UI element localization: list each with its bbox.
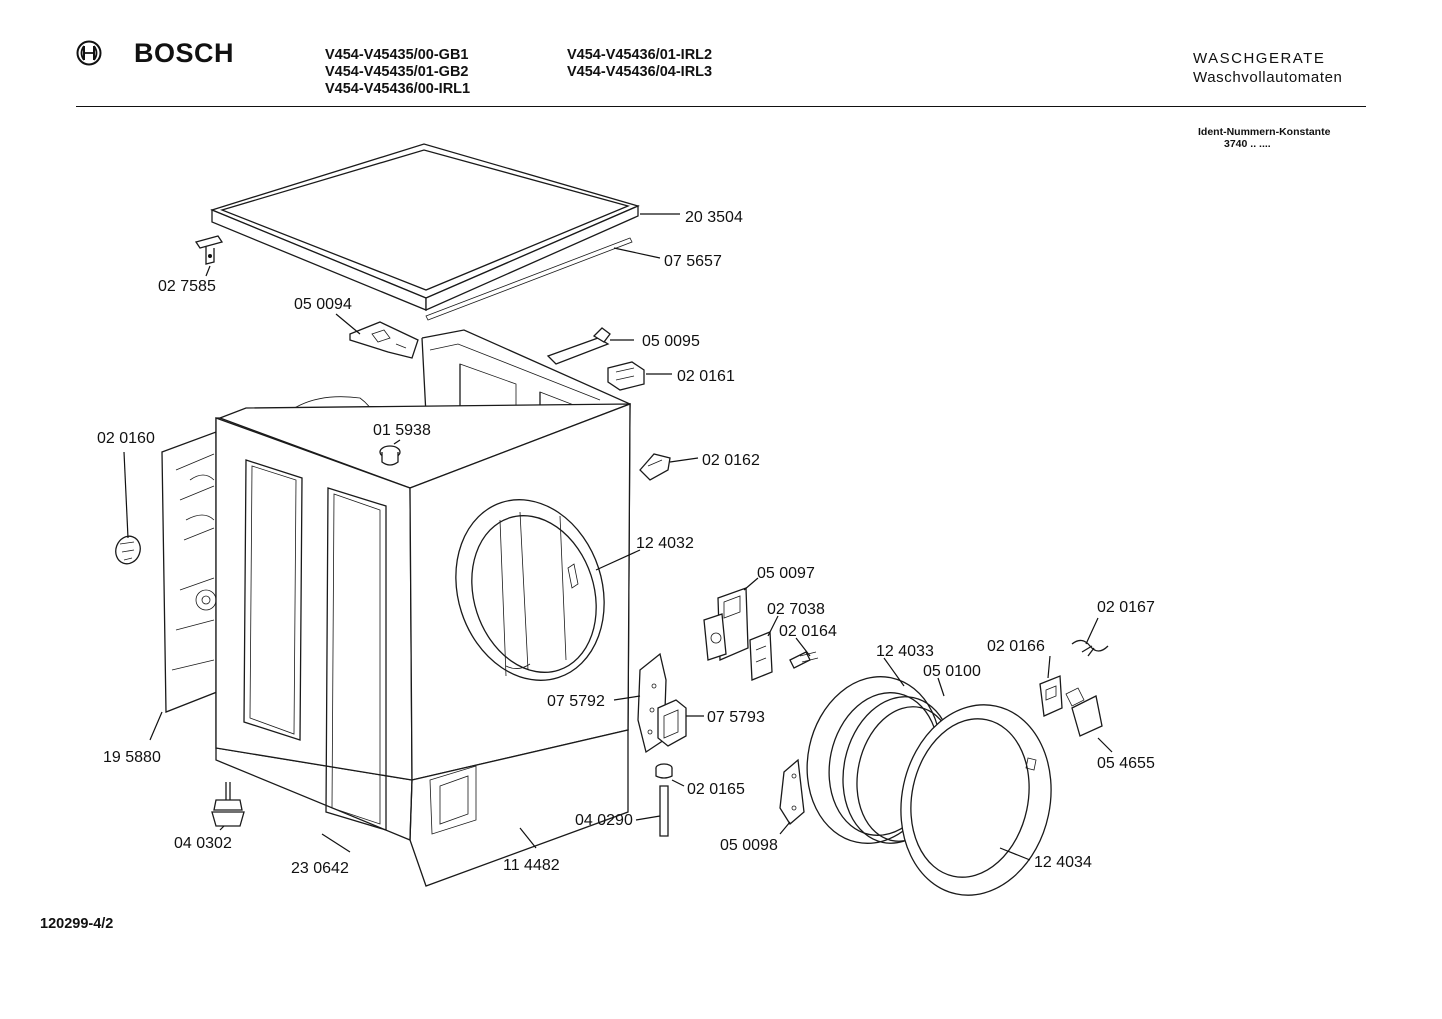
ident-label: Ident-Nummern-Konstante [1198, 126, 1331, 138]
lock-bracket-drawing [749, 631, 773, 681]
clip-drawing [194, 235, 224, 265]
brand-name: BOSCH [134, 38, 235, 68]
rail-drawing [546, 327, 611, 365]
top-cover-drawing [210, 143, 640, 321]
part-label: 07 5793 [707, 709, 765, 726]
model-list-left: V454-V45435/00-GB1 V454-V45435/01-GB2 V4… [325, 47, 470, 98]
bracket-drawing [349, 321, 419, 359]
part-label: 02 0161 [677, 368, 735, 385]
grommet-drawing [115, 535, 141, 565]
part-label: 02 0162 [702, 452, 760, 469]
door-assembly-drawing [806, 676, 1052, 896]
clamp-drawing [607, 361, 645, 391]
hinge-drawing [637, 652, 687, 754]
door-lock-drawing [703, 587, 749, 661]
part-label: 12 4034 [1034, 854, 1092, 871]
door-catch-drawing [1039, 675, 1063, 717]
part-label: 02 7585 [158, 278, 216, 295]
part-label: 05 0100 [923, 663, 981, 680]
part-label: 07 5657 [664, 253, 722, 270]
model-number: V454-V45435/00-GB1 [325, 47, 469, 63]
category-subtitle: Waschvollautomaten [1193, 69, 1343, 86]
part-label: 02 0165 [687, 781, 745, 798]
model-list-right: V454-V45436/01-IRL2 V454-V45436/04-IRL3 [567, 47, 712, 81]
part-label: 12 4032 [636, 535, 694, 552]
part-label: 05 4655 [1097, 755, 1155, 772]
model-number: V454-V45436/01-IRL2 [567, 47, 713, 63]
part-label: 02 0160 [97, 430, 155, 447]
catch-drawing [639, 453, 671, 481]
part-label: 02 0167 [1097, 599, 1155, 616]
part-label: 05 0097 [757, 565, 815, 582]
part-label: 05 0098 [720, 837, 778, 854]
part-label: 19 5880 [103, 749, 161, 766]
door-handle-drawing [1065, 687, 1103, 737]
spring-drawing [1071, 639, 1109, 657]
adjustable-foot-drawing [211, 782, 245, 827]
leader-lines [123, 213, 1113, 861]
part-label: 02 0164 [779, 623, 837, 640]
hinge-plate-drawing [779, 758, 805, 825]
bushing-drawing [655, 763, 673, 779]
part-label: 23 0642 [291, 860, 349, 877]
cabinet-body-drawing [161, 329, 631, 887]
pin-drawing [659, 785, 669, 837]
part-label: 11 4482 [503, 857, 560, 874]
part-label: 05 0095 [642, 333, 700, 350]
header-rule [76, 106, 1366, 107]
model-number: V454-V45436/04-IRL3 [567, 64, 713, 80]
part-label: 04 0290 [575, 812, 633, 829]
ident-block: Ident-Nummern-Konstante 3740 .. .... [1198, 126, 1330, 150]
category-title: WASCHGERATE [1193, 50, 1326, 67]
part-label: 20 3504 [685, 209, 743, 226]
part-labels: 20 3504 07 5657 02 7585 05 0094 05 0095 … [97, 209, 1155, 877]
model-number: V454-V45436/00-IRL1 [325, 81, 471, 97]
bolt-drawing [379, 445, 401, 466]
part-label: 04 0302 [174, 835, 232, 852]
part-label: 12 4033 [876, 643, 934, 660]
model-number: V454-V45435/01-GB2 [325, 64, 469, 80]
bosch-logo-icon [76, 40, 102, 66]
part-label: 07 5792 [547, 693, 605, 710]
part-label: 02 0166 [987, 638, 1045, 655]
part-label: 02 7038 [767, 601, 825, 618]
document-number: 120299-4/2 [40, 916, 114, 932]
part-label: 01 5938 [373, 422, 431, 439]
screw-drawing [789, 651, 819, 669]
part-label: 05 0094 [294, 296, 352, 313]
ident-value: 3740 .. .... [1224, 138, 1271, 150]
